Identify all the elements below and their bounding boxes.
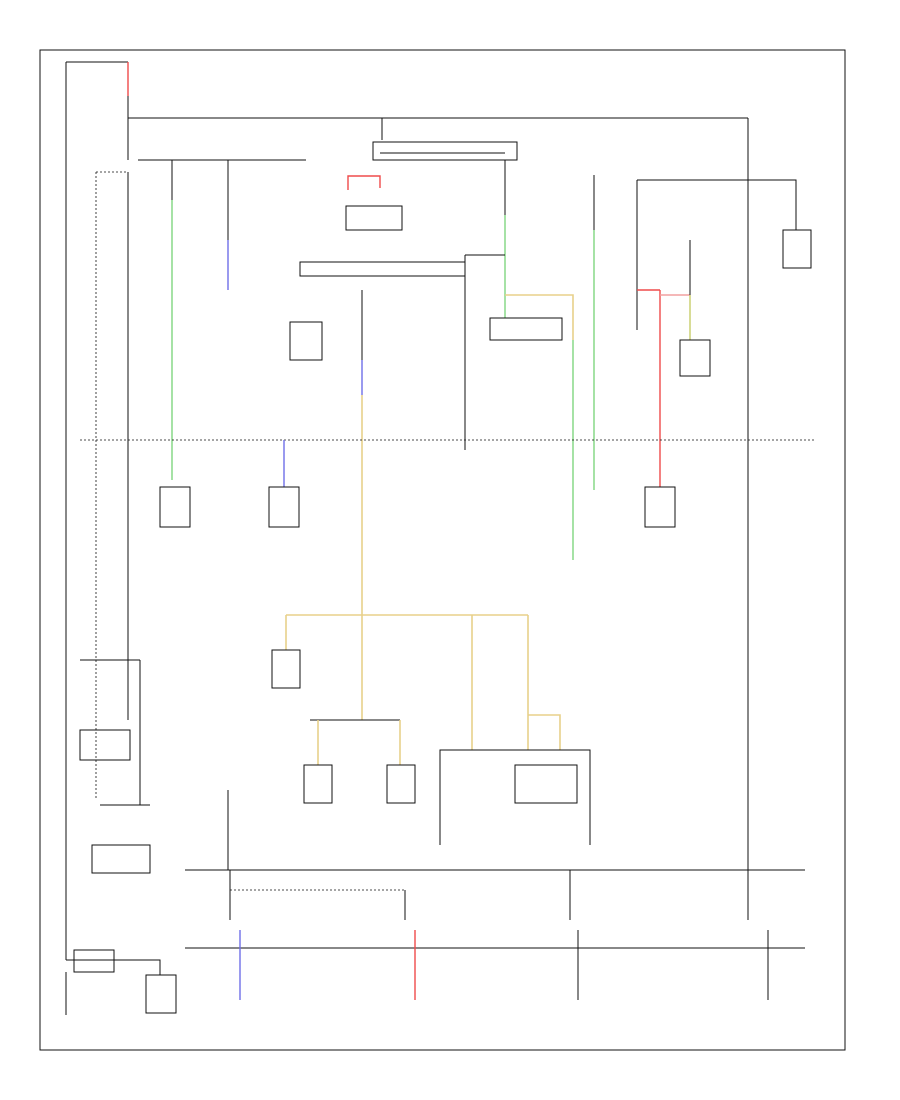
horn-relay-box	[489, 317, 563, 341]
ignition-coil-box	[644, 486, 676, 528]
wire-right-comp	[748, 179, 797, 230]
wire-battery-starter	[65, 940, 161, 975]
engine-ground-comp	[303, 764, 333, 804]
relay-switch-3	[569, 870, 579, 1000]
starter-box	[145, 974, 177, 1014]
ignition-switch-box	[91, 844, 151, 874]
main-relay-box	[345, 205, 403, 231]
abs-relay-box	[782, 229, 812, 269]
body-ground-comp	[386, 764, 416, 804]
generator-box	[79, 729, 131, 761]
diagram-frame	[39, 49, 846, 1051]
relay-switch-2	[404, 890, 416, 1000]
fuse-bus-box	[372, 141, 518, 161]
fog-light-relay-box	[679, 339, 711, 377]
battery-box	[73, 949, 115, 973]
ac-compressor-box	[514, 764, 578, 804]
relay-switch-4	[747, 860, 769, 1000]
wire-yellow-horn	[505, 294, 574, 340]
ac-diode-box	[271, 649, 301, 689]
cruise-unit-box	[268, 486, 300, 528]
relay-switch-1	[229, 870, 241, 1000]
condenser-fan-relay-box	[159, 486, 191, 528]
relay-bus-box	[299, 261, 466, 277]
fuse-relay-box-frame	[439, 749, 591, 845]
wire-red-relay	[347, 175, 381, 190]
wire-yellow-7	[528, 714, 561, 750]
radiator-fan-relay-box	[289, 321, 323, 361]
